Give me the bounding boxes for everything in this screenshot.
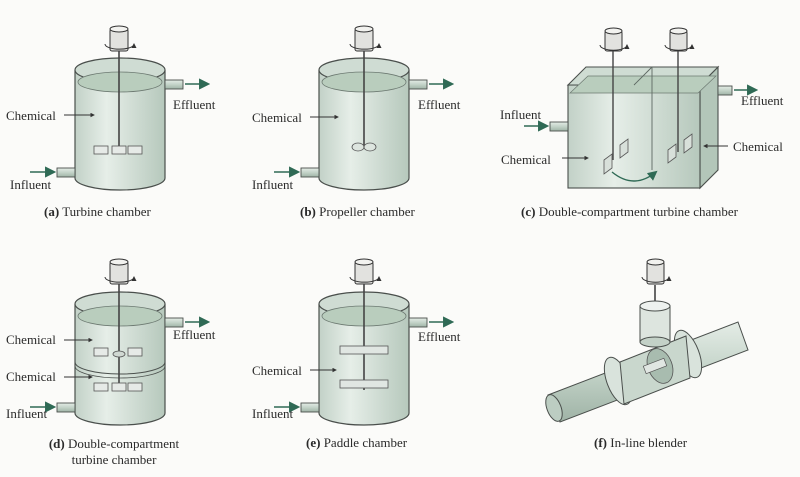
panel-e-influent-label: Influent <box>252 406 294 421</box>
panel-b-influent-label: Influent <box>252 177 294 192</box>
panel-a-letter: (a) <box>44 204 60 219</box>
panel-e-chemical-label: Chemical <box>252 363 302 378</box>
panel-d-chemical-bottom-label: Chemical <box>6 369 56 384</box>
panel-e-paddle-chamber <box>274 258 455 426</box>
panel-d-letter: (d) <box>48 436 65 451</box>
panel-d-caption-line2: turbine chamber <box>71 451 157 467</box>
panel-c-chemical-left-label: Chemical <box>501 152 551 167</box>
panel-d-caption: (d) Double-compartment turbine chamber <box>26 436 202 467</box>
panel-b-propeller-chamber <box>274 25 455 191</box>
panel-c-letter: (c) <box>521 204 536 219</box>
panel-a-caption-text: Turbine chamber <box>62 204 151 219</box>
panel-d-effluent-label: Effluent <box>173 327 216 342</box>
panel-c-influent-label: Influent <box>500 107 542 122</box>
panel-a-turbine-chamber <box>30 25 211 191</box>
panel-d-caption-line1: Double-compartment <box>67 436 180 451</box>
panel-c-double-compartment-chamber <box>524 27 759 190</box>
panel-c-effluent-label: Effluent <box>741 93 784 108</box>
panel-b-chemical-label: Chemical <box>252 110 302 125</box>
panel-a-chemical-label: Chemical <box>6 108 56 123</box>
panel-b-caption-text: Propeller chamber <box>319 204 415 219</box>
panel-d-double-compartment-turbine <box>30 258 211 426</box>
panel-d-chemical-top-label: Chemical <box>6 332 56 347</box>
panel-e-caption-text: Paddle chamber <box>323 435 408 450</box>
panel-b-effluent-label: Effluent <box>418 97 461 112</box>
panel-c-caption: (c) Double-compartment turbine chamber <box>521 204 738 220</box>
panel-a-influent-label: Influent <box>10 177 52 192</box>
panel-e-letter: (e) <box>306 435 321 450</box>
panel-e-effluent-label: Effluent <box>418 329 461 344</box>
panel-f-caption: (f) In-line blender <box>594 435 688 451</box>
panel-b-letter: (b) <box>300 204 316 219</box>
panel-a-effluent-label: Effluent <box>173 97 216 112</box>
panel-f-caption-text: In-line blender <box>610 435 688 450</box>
panel-a-caption: (a) Turbine chamber <box>44 204 151 220</box>
panel-d-influent-label: Influent <box>6 406 48 421</box>
panel-f-inline-blender <box>545 258 749 423</box>
panel-c-caption-text: Double-compartment turbine chamber <box>538 204 738 219</box>
panel-f-letter: (f) <box>594 435 607 450</box>
panel-c-chemical-right-label: Chemical <box>733 139 783 154</box>
panel-b-caption: (b) Propeller chamber <box>300 204 415 220</box>
panel-e-caption: (e) Paddle chamber <box>306 435 408 451</box>
